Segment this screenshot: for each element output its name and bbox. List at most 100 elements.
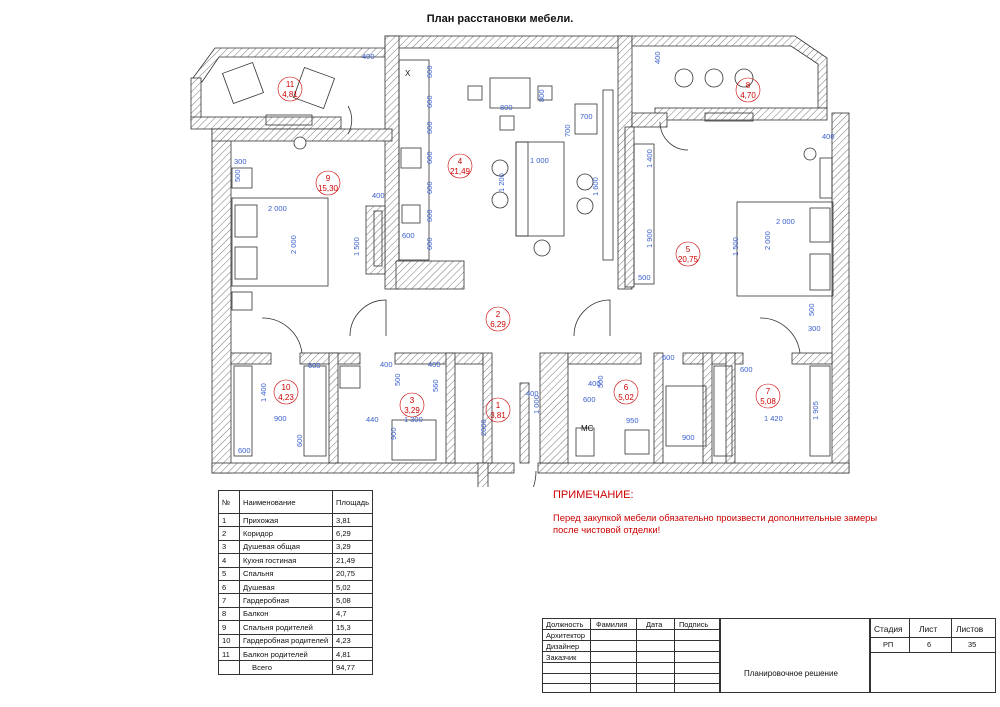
dim-label: 600 (662, 353, 675, 362)
wardrobe-5 (633, 143, 655, 285)
dim-label: 1 000 (530, 156, 549, 165)
table-cell: 20,75 (331, 566, 374, 581)
room-2-area: 6,29 (490, 320, 506, 329)
table-cell: 6,29 (331, 526, 374, 541)
pouf-k5 (533, 239, 551, 257)
room-3-area: 3,29 (404, 406, 420, 415)
label-mc: МС (581, 424, 594, 433)
table-cell: Спальня (239, 566, 333, 581)
table-cell (218, 660, 240, 675)
door-10 (261, 317, 303, 354)
table-cell: 3,29 (331, 539, 374, 555)
wall-partition-v5 (539, 352, 569, 464)
dim-label: 1 300 (404, 415, 423, 424)
dim-label: 1 000 (532, 395, 541, 414)
wall-partition-v3 (482, 352, 493, 464)
sofa-back (515, 141, 529, 237)
bed-room5-pillow1 (809, 207, 831, 243)
bed-room5 (736, 201, 834, 297)
room-9-area: 15,30 (318, 184, 339, 193)
room-1-area: 3,81 (490, 411, 506, 420)
dim-label: 2000 (479, 419, 488, 436)
room-9-num: 9 (326, 174, 331, 183)
wall-bottom-right (537, 462, 850, 474)
table-cell: 4,23 (331, 633, 374, 648)
sink (401, 204, 421, 224)
wardrobe-10b (303, 365, 327, 457)
doors (261, 105, 801, 487)
chair-b (537, 85, 553, 101)
room-4-area: 21,49 (450, 167, 471, 176)
room-5-num: 5 (686, 245, 691, 254)
dim-label: 1 400 (645, 149, 654, 168)
stamp-header-date: Дата (646, 620, 663, 629)
stamp-role-client: Заказчик (546, 653, 577, 662)
dim-label: 400 (380, 360, 393, 369)
table-cell: 2 (218, 526, 240, 541)
table-cell: Балкон (239, 606, 333, 622)
dim-label: 700 (580, 112, 593, 121)
title-block: Должность Фамилия Дата Подпись Архитекто… (542, 618, 996, 693)
wall-partition-v7 (702, 352, 713, 464)
table-cell: Спальня родителей (239, 620, 333, 635)
wall-right-outer (831, 112, 850, 474)
dim-label: 950 (626, 416, 639, 425)
table-cell: Прихожая (239, 512, 333, 528)
wall-partition-entry-left (477, 462, 489, 487)
room-3-circle (399, 392, 425, 418)
dim-label: 300 (234, 157, 247, 166)
desk-5 (819, 157, 833, 199)
pouf-2 (704, 68, 724, 88)
table-cell: 4,81 (331, 646, 374, 662)
room-2-circle (485, 306, 511, 332)
table-cell: 8 (218, 606, 240, 622)
wall-partition-right-mid3 (791, 352, 833, 365)
kitchen-counter (398, 59, 430, 261)
wardrobe-7 (713, 365, 733, 457)
dim-label: 600 (402, 231, 415, 240)
dim-label: 1 905 (811, 401, 820, 420)
shower-6 (665, 385, 707, 447)
room-8-circle (735, 77, 761, 103)
door-balcony-left (347, 105, 353, 135)
dim-label: 560 (431, 379, 440, 392)
dim-label: 500 (233, 169, 242, 182)
stove (400, 147, 422, 169)
table-cell: 15,3 (331, 620, 374, 635)
room-9-circle (315, 170, 341, 196)
stamp-header-name: Фамилия (596, 620, 628, 629)
dim-label: 500 (638, 273, 651, 282)
dim-label: 600 (295, 434, 304, 447)
radiator-left (265, 114, 313, 126)
room-6-area: 5,02 (618, 393, 634, 402)
dim-label: 900 (274, 414, 287, 423)
table-cell: 3 (218, 539, 240, 555)
dim-label: 400 (822, 132, 835, 141)
door-entry (533, 470, 537, 487)
table-cell: Гардеробная родителей (239, 633, 333, 648)
round-furniture (293, 68, 817, 257)
room-7-circle (755, 383, 781, 409)
room-10-area: 4,23 (278, 393, 294, 402)
dim-label: 1 500 (352, 237, 361, 256)
dim-label: 400 (362, 52, 375, 61)
dim-label: 1 900 (645, 229, 654, 248)
walls (190, 35, 850, 487)
room-7-num: 7 (766, 387, 771, 396)
table-header-row: № Наименование Площадь (218, 490, 374, 514)
table-cell: Балкон родителей (239, 646, 333, 662)
table-cell: 7 (218, 593, 240, 608)
dim-label: 600 (425, 151, 434, 164)
dim-label: 600 (425, 65, 434, 78)
table-cell: Всего (239, 660, 333, 675)
room-1-num: 1 (496, 401, 501, 410)
stamp-stage: РП (883, 640, 894, 649)
